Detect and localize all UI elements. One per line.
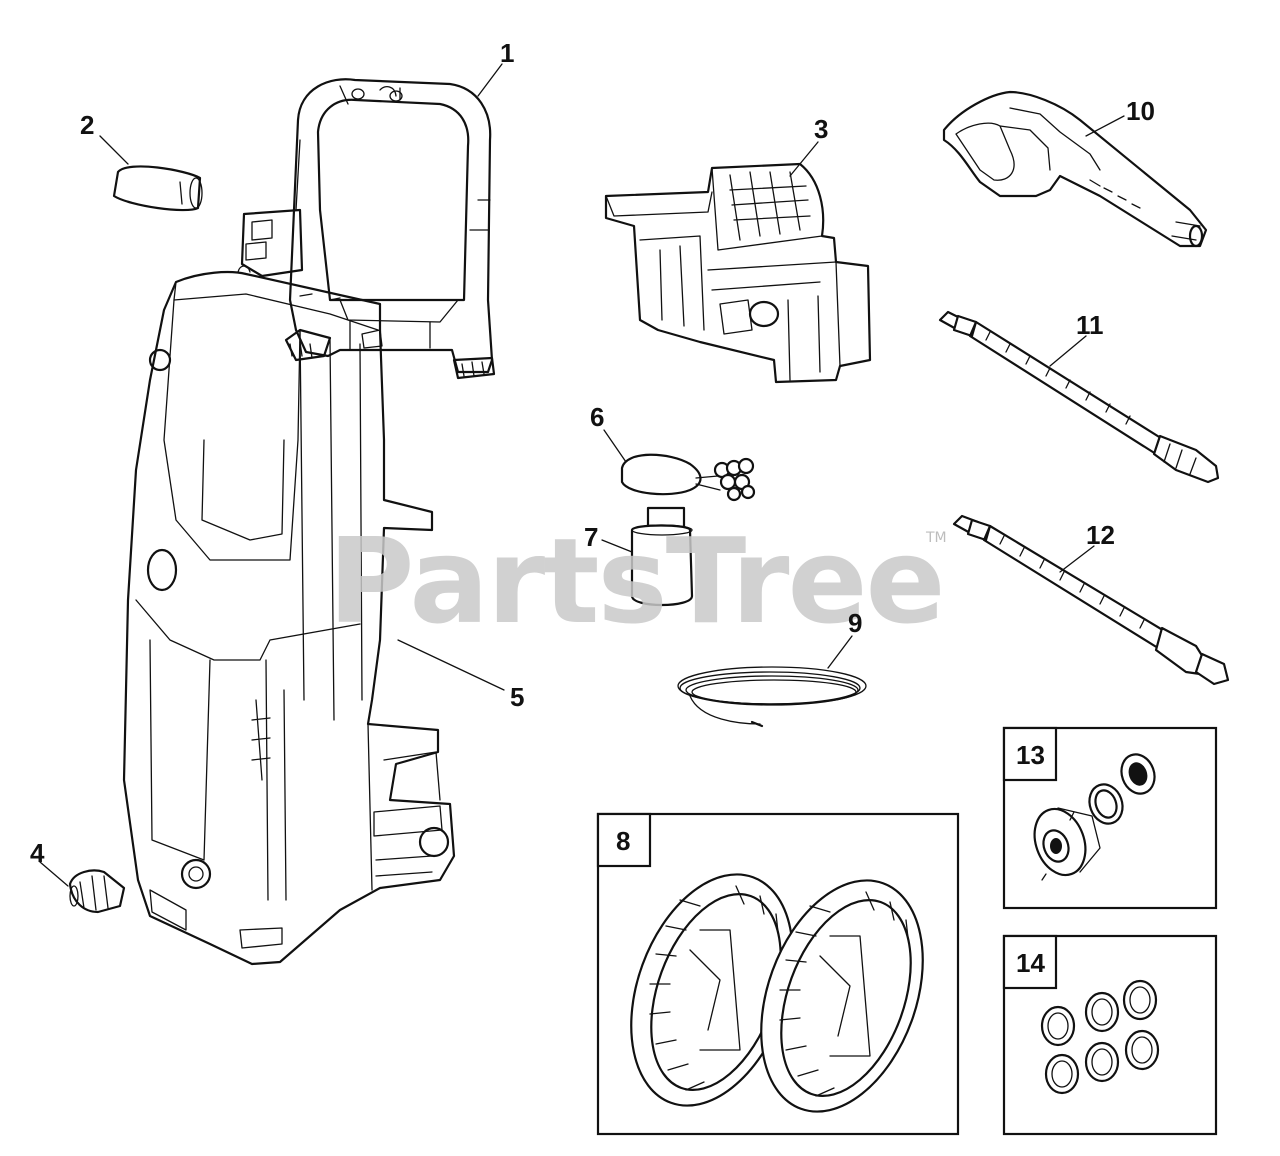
leader-4: [39, 861, 69, 887]
fitting-screen: [1120, 753, 1156, 795]
part-1-handle: [240, 78, 496, 380]
leader-9: [827, 635, 853, 669]
wheel-right: [760, 879, 924, 1113]
callout-8: 8: [616, 826, 630, 856]
part-4-nozzle: [68, 869, 126, 914]
callout-7: 7: [584, 522, 598, 552]
leader-6: [603, 429, 627, 463]
watermark-trademark: TM: [925, 530, 947, 546]
callout-12: 12: [1086, 520, 1115, 550]
leader-11: [1049, 335, 1087, 367]
callout-6: 6: [590, 402, 604, 432]
callout-3: 3: [814, 114, 828, 144]
watermark: PartsTree TM: [328, 512, 947, 650]
leader-7: [601, 539, 633, 553]
leader-5: [397, 639, 505, 691]
fitting-connector: [1033, 807, 1101, 881]
fitting-o-ring: [1088, 783, 1124, 825]
leader-10: [1085, 115, 1125, 137]
callout-10: 10: [1126, 96, 1155, 126]
part-10-spray-gun: [942, 90, 1208, 248]
leader-2: [99, 135, 129, 165]
leader-1: [477, 63, 503, 97]
callout-4: 4: [30, 838, 45, 868]
watermark-text: PartsTree: [328, 512, 944, 650]
part-2-sleeve: [112, 165, 203, 212]
leader-3: [789, 141, 819, 177]
leader-12: [1059, 545, 1095, 573]
callout-9: 9: [848, 608, 862, 638]
o-ring-set: [1040, 979, 1160, 1095]
callout-labels: 1 2 3 4 5 6 7 8 9 10 11 12 13 14: [30, 38, 1155, 978]
part-14-o-ring-box: [1002, 934, 1218, 1136]
part-3-pump-housing: [604, 162, 872, 384]
o-ring-box-label-frame: [1002, 934, 1058, 990]
callout-2: 2: [80, 110, 94, 140]
part-9-tubing: [677, 666, 867, 728]
callout-1: 1: [500, 38, 514, 68]
part-11-wand: [938, 310, 1220, 484]
part-12-extension-wand: [952, 514, 1230, 686]
callout-14: 14: [1016, 948, 1045, 978]
callout-5: 5: [510, 682, 524, 712]
part-8-wheels-box: [596, 812, 960, 1136]
part-5-main-housing: [122, 265, 456, 966]
fitting-box-label-frame: [1002, 726, 1058, 782]
part-7-bottle: [630, 506, 694, 607]
callout-11: 11: [1076, 310, 1104, 340]
callout-13: 13: [1016, 740, 1045, 770]
part-6-cap: [620, 453, 756, 502]
leader-lines: [39, 63, 1125, 887]
part-13-fitting-box: [1002, 726, 1218, 910]
wheels-box-label-frame: [596, 812, 652, 868]
